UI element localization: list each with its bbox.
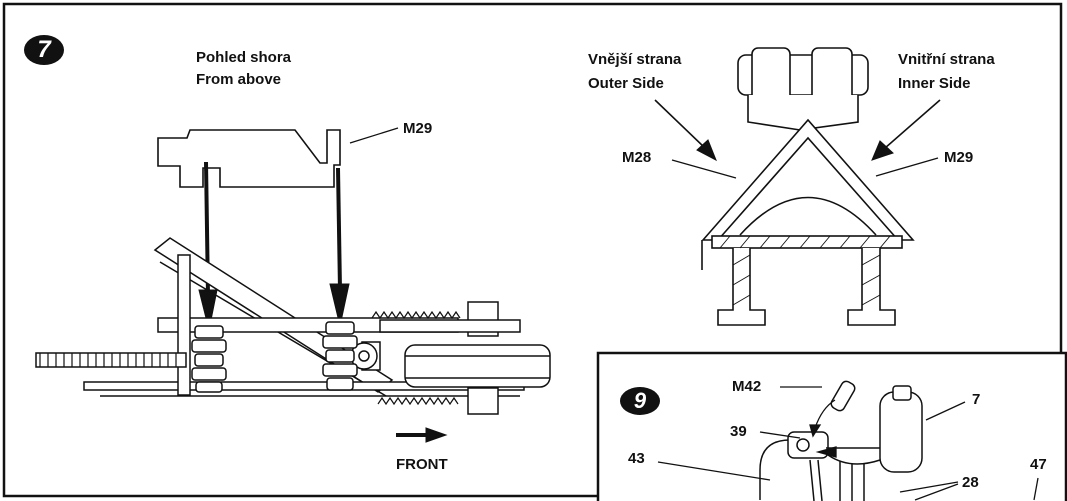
callout-28: 28 [962,474,979,491]
outer-side-label-en: Outer Side [588,75,664,92]
cross-section-bumper [701,47,915,326]
front-arrow [396,427,448,443]
callout-43: 43 [628,450,645,467]
callout-39: 39 [730,423,747,440]
inner-side-label-en: Inner Side [898,75,971,92]
step9-leaders [657,386,1039,501]
leader-m29-section [875,157,939,177]
label-m29-top: M29 [403,120,433,137]
step9-drawing [759,380,923,501]
step9-frame [596,351,1067,501]
label-m28: M28 [622,149,652,166]
outer-side-label-cz: Vnější strana [588,51,682,68]
springs [39,310,461,406]
part-m29-top-view [157,129,341,188]
label-m29-section: M29 [944,149,974,166]
step-7-badge: 7 [24,35,64,65]
inner-side-arrow [871,99,941,161]
callout-7: 7 [972,391,981,408]
bumper-left [191,325,227,393]
callout-m42: M42 [732,378,762,395]
bumper-right [322,321,358,391]
leader-m28 [671,159,737,179]
view-label-cz: Pohled shora [196,49,292,66]
callout-47: 47 [1030,456,1047,473]
front-label: FRONT [396,456,448,473]
leader-m29-top [349,127,399,144]
section-hatching [719,235,891,306]
outer-side-arrow [654,99,717,162]
inner-side-label-cz: Vnitřní strana [898,51,995,68]
view-label-en: From above [196,71,282,88]
step-9-badge: 9 [620,387,660,415]
mount-arrow-right [329,167,350,327]
chassis-side-view [35,237,551,415]
